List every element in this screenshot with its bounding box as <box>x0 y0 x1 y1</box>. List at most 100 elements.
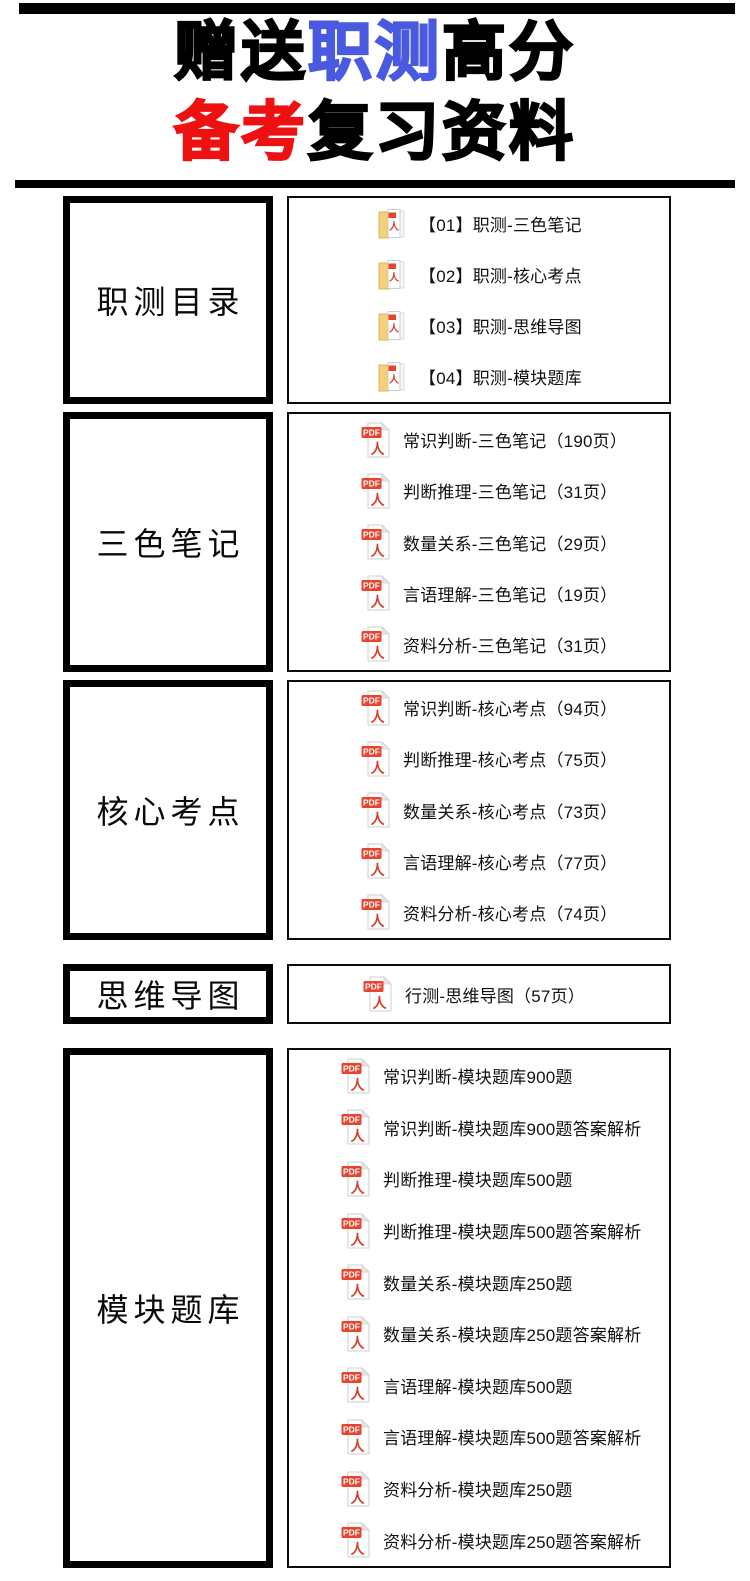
svg-text:人: 人 <box>371 811 386 827</box>
svg-text:PDF: PDF <box>343 1476 360 1486</box>
svg-text:人: 人 <box>389 373 400 386</box>
svg-text:PDF: PDF <box>363 695 380 705</box>
file-name: 言语理解-模块题库500题答案解析 <box>383 1429 642 1449</box>
file-name: 判断推理-模块题库500题 <box>383 1171 573 1191</box>
file-name: 言语理解-三色笔记（19页） <box>403 585 618 605</box>
svg-text:人: 人 <box>371 862 386 878</box>
section-label-box: 模块题库 <box>63 1048 273 1568</box>
svg-text:人: 人 <box>351 1128 366 1144</box>
svg-text:人: 人 <box>351 1180 366 1196</box>
svg-text:PDF: PDF <box>363 427 380 437</box>
pdf-file-icon: PDF 人 <box>361 689 391 727</box>
title-segment: 职测 <box>307 15 442 89</box>
section-label: 模块题库 <box>96 1292 245 1328</box>
svg-text:PDF: PDF <box>365 982 382 992</box>
svg-text:PDF: PDF <box>343 1167 360 1177</box>
pdf-file-icon: PDF 人 <box>341 1366 371 1404</box>
section-catalog: 职测目录 人 【01】职测-三色笔记 人 【02】职测-核心考点 人 【03】职… <box>63 196 687 404</box>
file-name: 言语理解-核心考点（77页） <box>403 853 618 873</box>
svg-text:PDF: PDF <box>363 530 380 540</box>
file-name: 【03】职测-思维导图 <box>419 318 582 337</box>
svg-text:人: 人 <box>371 492 386 508</box>
svg-text:PDF: PDF <box>343 1115 360 1125</box>
file-item[interactable]: PDF 人 言语理解-模块题库500题 <box>341 1360 669 1412</box>
svg-text:PDF: PDF <box>343 1321 360 1331</box>
pdf-file-icon: PDF 人 <box>341 1108 371 1146</box>
folder-pdf-icon: 人 <box>377 358 407 396</box>
file-item[interactable]: 人 【02】职测-核心考点 <box>377 249 669 300</box>
svg-text:PDF: PDF <box>363 746 380 756</box>
file-name: 言语理解-模块题库500题 <box>383 1377 573 1397</box>
svg-text:人: 人 <box>371 709 386 725</box>
svg-text:PDF: PDF <box>363 900 380 910</box>
file-name: 数量关系-核心考点（73页） <box>403 802 618 822</box>
svg-text:PDF: PDF <box>343 1528 360 1538</box>
title-segment: 复习资料 <box>307 95 576 169</box>
file-item[interactable]: 人 【03】职测-思维导图 <box>377 300 669 351</box>
svg-text:人: 人 <box>373 995 388 1011</box>
svg-text:人: 人 <box>351 1386 366 1402</box>
file-item[interactable]: PDF 人 言语理解-三色笔记（19页） <box>361 568 669 619</box>
svg-text:PDF: PDF <box>343 1373 360 1383</box>
file-name: 资料分析-三色笔记（31页） <box>403 636 618 656</box>
file-name: 常识判断-三色笔记（190页） <box>403 432 628 452</box>
file-item[interactable]: 人 【04】职测-模块题库 <box>377 351 669 402</box>
folder-pdf-icon: 人 <box>377 307 407 345</box>
section-label: 思维导图 <box>96 978 245 1014</box>
svg-text:人: 人 <box>351 1438 366 1454</box>
file-item[interactable]: PDF 人 判断推理-模块题库500题 <box>341 1153 669 1205</box>
file-name: 【04】职测-模块题库 <box>419 369 582 388</box>
file-item[interactable]: 人 【01】职测-三色笔记 <box>377 198 669 249</box>
svg-text:PDF: PDF <box>343 1425 360 1435</box>
svg-text:人: 人 <box>351 1283 366 1299</box>
svg-text:PDF: PDF <box>363 581 380 591</box>
title-segment: 备考 <box>173 95 308 169</box>
svg-text:人: 人 <box>371 760 386 776</box>
svg-text:人: 人 <box>371 594 386 610</box>
pdf-file-icon: PDF 人 <box>341 1418 371 1456</box>
svg-text:人: 人 <box>371 913 386 929</box>
pdf-file-icon: PDF 人 <box>341 1160 371 1198</box>
section-label-box: 三色笔记 <box>63 412 273 672</box>
svg-text:PDF: PDF <box>343 1270 360 1280</box>
svg-text:PDF: PDF <box>363 632 380 642</box>
folder-pdf-icon: 人 <box>377 205 407 243</box>
section-label: 三色笔记 <box>96 526 245 562</box>
section-label-box: 职测目录 <box>63 196 273 404</box>
page-title: 赠送职测高分 备考复习资料 <box>0 12 750 172</box>
svg-text:人: 人 <box>389 271 400 284</box>
file-item[interactable]: PDF 人 言语理解-模块题库500题答案解析 <box>341 1411 669 1463</box>
section-label-box: 思维导图 <box>63 964 273 1024</box>
file-name: 判断推理-三色笔记（31页） <box>403 483 618 503</box>
